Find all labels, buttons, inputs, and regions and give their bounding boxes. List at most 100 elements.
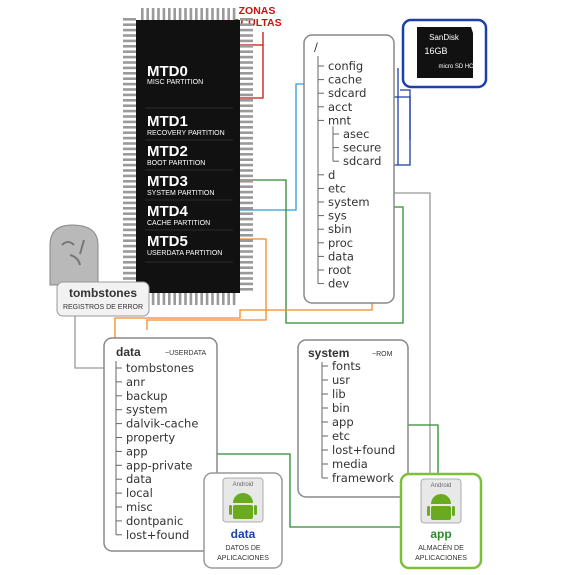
tree-item: secure xyxy=(343,141,381,155)
chip-pin xyxy=(240,207,253,210)
tree-item: etc xyxy=(328,181,346,195)
chip-pin xyxy=(123,266,136,269)
data-card-icon-label: Android xyxy=(233,482,254,488)
chip-pin xyxy=(123,50,136,53)
connector-userdata xyxy=(146,238,267,330)
chip-pin xyxy=(146,8,149,20)
chip-pins xyxy=(123,8,253,305)
chip-pin xyxy=(216,8,220,20)
chip-pin xyxy=(184,8,187,20)
tree-item: d xyxy=(328,168,335,182)
chip-pin xyxy=(168,8,171,20)
chip-pin xyxy=(123,239,136,242)
chip-pin xyxy=(240,23,253,26)
chip-pin xyxy=(195,293,198,305)
chip-pin xyxy=(240,126,253,129)
data-card-sub1: DATOS DE xyxy=(225,545,260,552)
chip-pin xyxy=(240,185,253,188)
tree-item: config xyxy=(328,59,363,73)
chip-pin xyxy=(178,8,182,20)
chip-pin xyxy=(123,217,136,221)
root-tree-panel: / configcachesdcardacctmntasecsecuresdca… xyxy=(303,34,395,304)
chip-pin xyxy=(240,39,253,43)
chip-pin xyxy=(240,239,253,242)
chip-pin xyxy=(123,88,136,91)
chip-pin xyxy=(240,82,253,86)
chip-pin xyxy=(123,153,136,156)
tree-item: sdcard xyxy=(343,154,382,168)
tree-item: app xyxy=(332,415,354,429)
chip-pin xyxy=(123,131,136,134)
tree-item: lost+found xyxy=(332,443,395,457)
system-tree-frame xyxy=(297,339,409,498)
chip-pin xyxy=(123,277,136,280)
tree-item: dontpanic xyxy=(126,514,183,528)
chip-pin xyxy=(123,271,136,275)
chip-pin xyxy=(240,34,253,37)
chip-pin xyxy=(240,282,253,286)
chip-pin xyxy=(123,126,136,129)
chip-pin xyxy=(240,147,253,151)
chip-pin xyxy=(240,115,253,118)
tree-item: property xyxy=(126,431,175,445)
tree-item: backup xyxy=(126,389,168,403)
partition-name: MTD5 xyxy=(147,233,188,250)
chip-pin xyxy=(205,8,209,20)
chip-pin xyxy=(240,163,253,167)
chip-pin xyxy=(123,196,136,199)
android-robot-icon xyxy=(427,494,455,520)
tombstones-frame xyxy=(56,281,150,317)
chip-pin xyxy=(240,255,253,259)
tree-item: app-private xyxy=(126,458,192,472)
chip-pin xyxy=(240,196,253,199)
tombstone-icon xyxy=(49,224,99,286)
tree-item: proc xyxy=(328,236,353,250)
tree-item: tombstones xyxy=(126,361,194,375)
tree-item: lost+found xyxy=(126,528,189,542)
chip-pin xyxy=(240,234,253,237)
chip-pin xyxy=(123,115,136,118)
tree-item: mnt xyxy=(328,113,351,127)
tree-item: data xyxy=(328,249,354,263)
chip-pin xyxy=(123,104,136,107)
chip-pin xyxy=(123,93,136,97)
chip-pin xyxy=(222,8,225,20)
chip-pin xyxy=(240,136,253,140)
chip-pin xyxy=(123,255,136,259)
app-card-sub2: APLICACIONES xyxy=(415,555,467,562)
chip-pin xyxy=(123,99,136,102)
root-tree-title: / xyxy=(314,40,318,54)
chip-pin xyxy=(240,217,253,221)
chip-pin xyxy=(123,158,136,161)
chip-pin xyxy=(240,109,253,113)
partition-desc: RECOVERY PARTITION xyxy=(147,130,225,137)
partition-name: MTD1 xyxy=(147,113,188,130)
tree-item: asec xyxy=(343,127,369,141)
data-tree-panel: data ~USERDATA tombstonesanrbackupsystem… xyxy=(103,337,218,552)
chip-pin xyxy=(157,8,160,20)
chip-pin xyxy=(240,104,253,107)
chip-pin xyxy=(157,293,160,305)
chip-pin xyxy=(227,8,230,20)
chip-pin xyxy=(240,223,253,226)
chip-pin xyxy=(123,39,136,43)
hidden-zones-line1: ZONAS xyxy=(239,5,276,17)
chip-pin xyxy=(123,169,136,172)
partition-desc: CACHE PARTITION xyxy=(147,220,210,227)
tree-item: bin xyxy=(332,401,350,415)
chip-pin xyxy=(123,28,136,32)
chip-pin xyxy=(240,77,253,80)
sdcard-size: 16GB xyxy=(424,46,447,56)
chip-pin xyxy=(240,28,253,32)
chip-pin xyxy=(240,18,253,21)
chip-pin xyxy=(123,77,136,80)
tree-item: data xyxy=(126,472,152,486)
partition-name: MTD4 xyxy=(147,203,188,220)
chip-pin xyxy=(123,190,136,194)
chip-pin xyxy=(232,293,236,305)
chip-pin xyxy=(123,250,136,253)
chip-pin xyxy=(123,207,136,210)
chip-pin xyxy=(200,293,203,305)
